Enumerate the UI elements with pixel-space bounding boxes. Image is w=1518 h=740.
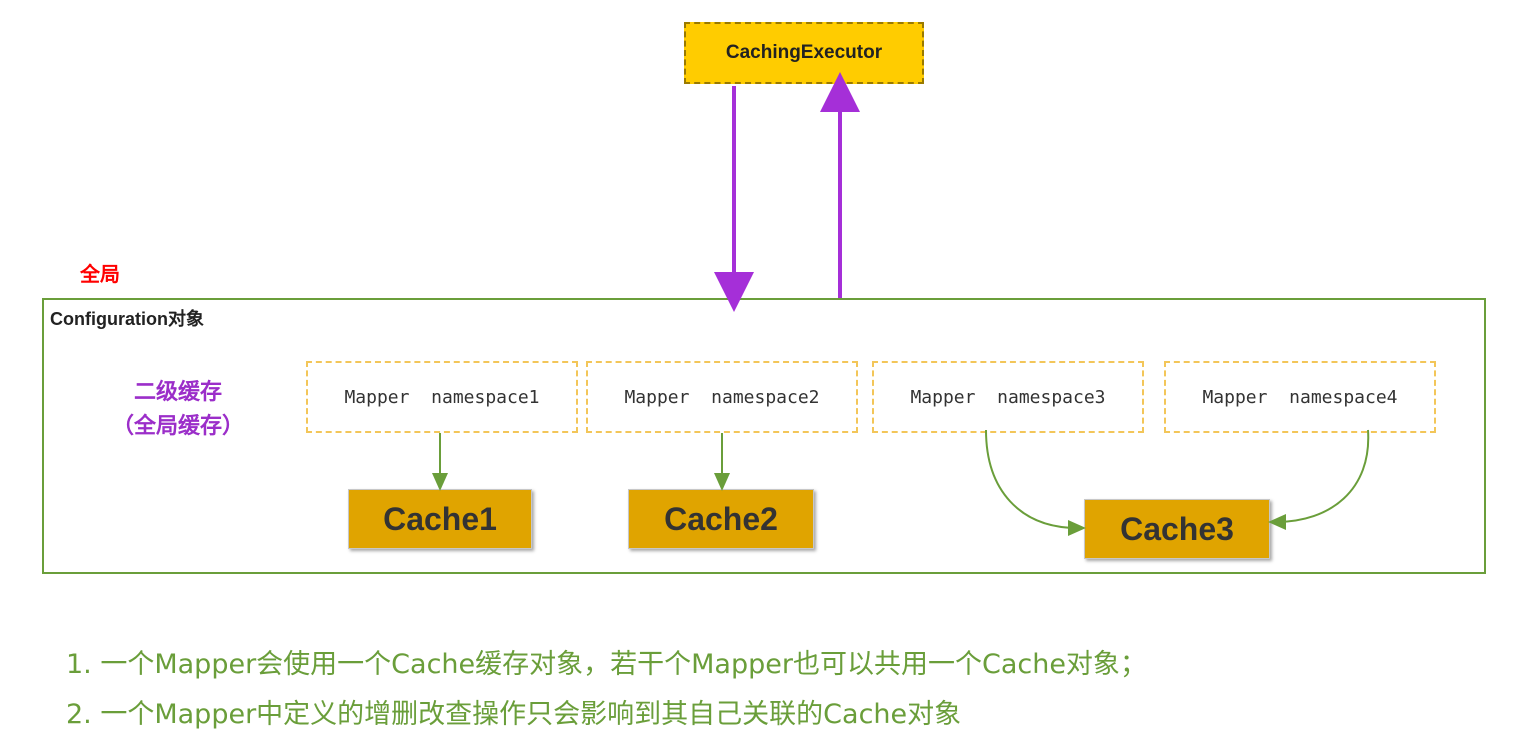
configuration-container [42,298,1486,574]
mapper-namespace4: Mapper namespace4 [1164,361,1436,433]
cache1-node: Cache1 [348,489,532,549]
note-line-1: 1. 一个Mapper会使用一个Cache缓存对象，若干个Mapper也可以共用… [66,649,1147,680]
mapper-namespace3-label: Mapper namespace3 [910,386,1106,408]
cache1-label: Cache1 [383,500,497,537]
mapper-namespace2: Mapper namespace2 [586,361,858,433]
arrow-mapper4-to-cache3 [1268,429,1370,530]
global-label: 全局 [80,262,120,286]
cache2-label: Cache2 [664,500,778,537]
mapper-namespace2-label: Mapper namespace2 [624,386,820,408]
second-level-cache-line2: （全局缓存） [111,414,244,439]
note-line-2: 2. 一个Mapper中定义的增删改查操作只会影响到其自己关联的Cache对象 [66,699,962,730]
mapper-namespace1-label: Mapper namespace1 [344,386,540,408]
mapper-namespace1: Mapper namespace1 [306,361,578,433]
caching-executor-node: CachingExecutor [684,22,924,84]
arrow-mapper3-to-cache3 [985,429,1086,536]
cache3-label: Cache3 [1120,510,1234,547]
mapper-namespace4-label: Mapper namespace4 [1202,386,1398,408]
cache3-node: Cache3 [1084,499,1270,559]
second-level-cache-label: 二级缓存 （全局缓存） [90,376,266,444]
second-level-cache-line1: 二级缓存 [133,380,222,405]
configuration-title: Configuration对象 [50,309,204,329]
cache2-node: Cache2 [628,489,814,549]
mapper-namespace3: Mapper namespace3 [872,361,1144,433]
caching-executor-label: CachingExecutor [725,42,883,63]
